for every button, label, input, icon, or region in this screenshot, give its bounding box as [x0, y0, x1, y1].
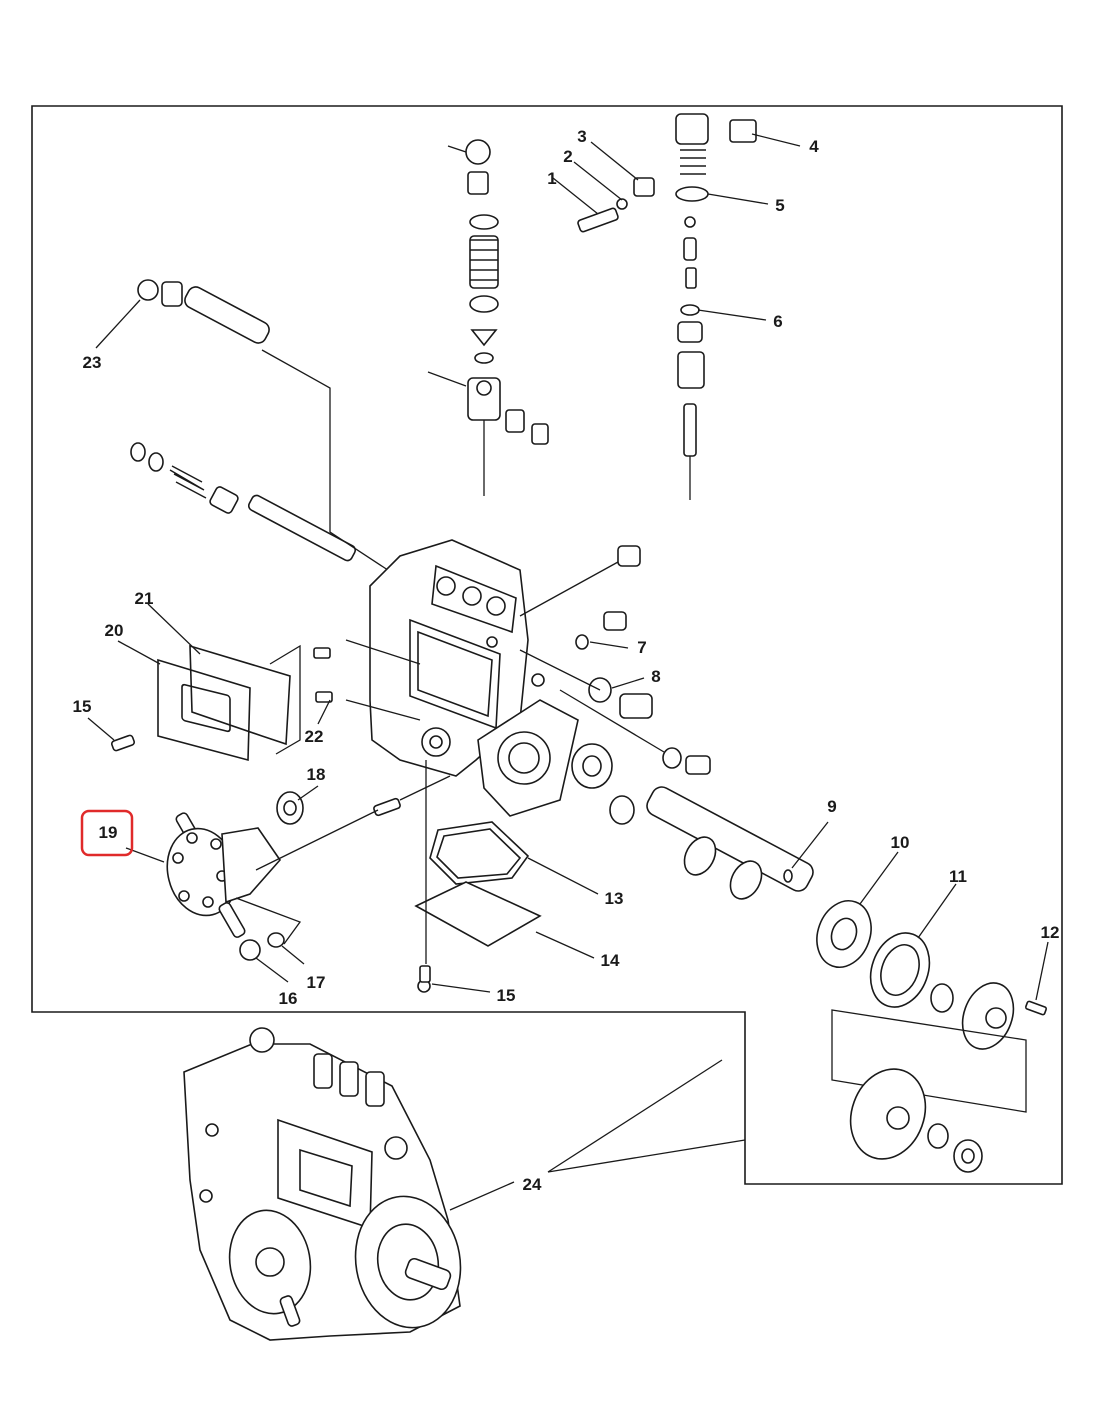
callout-24: 24	[523, 1175, 542, 1194]
callout-10: 10	[891, 833, 910, 852]
callout-15-left: 15	[73, 697, 92, 716]
cover-plate-gasket	[110, 644, 301, 762]
callout-7: 7	[637, 638, 646, 657]
callout-20: 20	[105, 621, 124, 640]
callout-22: 22	[305, 727, 324, 746]
callout-17: 17	[307, 973, 326, 992]
callout-14: 14	[601, 951, 620, 970]
callout-11: 11	[949, 867, 967, 886]
callout-15: 15	[497, 986, 516, 1005]
callout-8: 8	[651, 667, 660, 686]
assembled-pump-illustration	[183, 1027, 462, 1341]
callout-18: 18	[307, 765, 326, 784]
pump-housing	[313, 539, 579, 817]
governor-rod-parts	[130, 279, 401, 579]
callout-3: 3	[577, 127, 586, 146]
callout-12: 12	[1041, 923, 1060, 942]
callout-labels: 1 2 3 4 5 6 7 8 9 10 11 12 13 14 15 15 1…	[73, 127, 1060, 1194]
feed-pump-assembly	[166, 775, 451, 961]
plugs-and-seals	[519, 545, 711, 775]
callout-19-highlight	[80, 809, 134, 857]
callout-5: 5	[775, 196, 784, 215]
callout-23: 23	[83, 353, 102, 372]
leader-lines	[87, 133, 1049, 1211]
diagram-frame	[31, 105, 1063, 1185]
callout-21: 21	[135, 589, 154, 608]
callout-1: 1	[547, 169, 556, 188]
callout-13: 13	[605, 889, 624, 908]
delivery-valve-stack	[427, 139, 549, 496]
callout-16: 16	[279, 989, 298, 1008]
callout-9: 9	[827, 797, 836, 816]
callout-4: 4	[809, 137, 819, 156]
valve-column	[577, 113, 757, 500]
coupling-detail	[831, 1009, 1027, 1173]
bottom-gasket-plate	[414, 760, 542, 993]
callout-19: 19	[99, 823, 118, 842]
callout-2: 2	[563, 147, 572, 166]
camshaft-assembly	[571, 743, 1048, 1050]
callout-6: 6	[773, 312, 782, 331]
